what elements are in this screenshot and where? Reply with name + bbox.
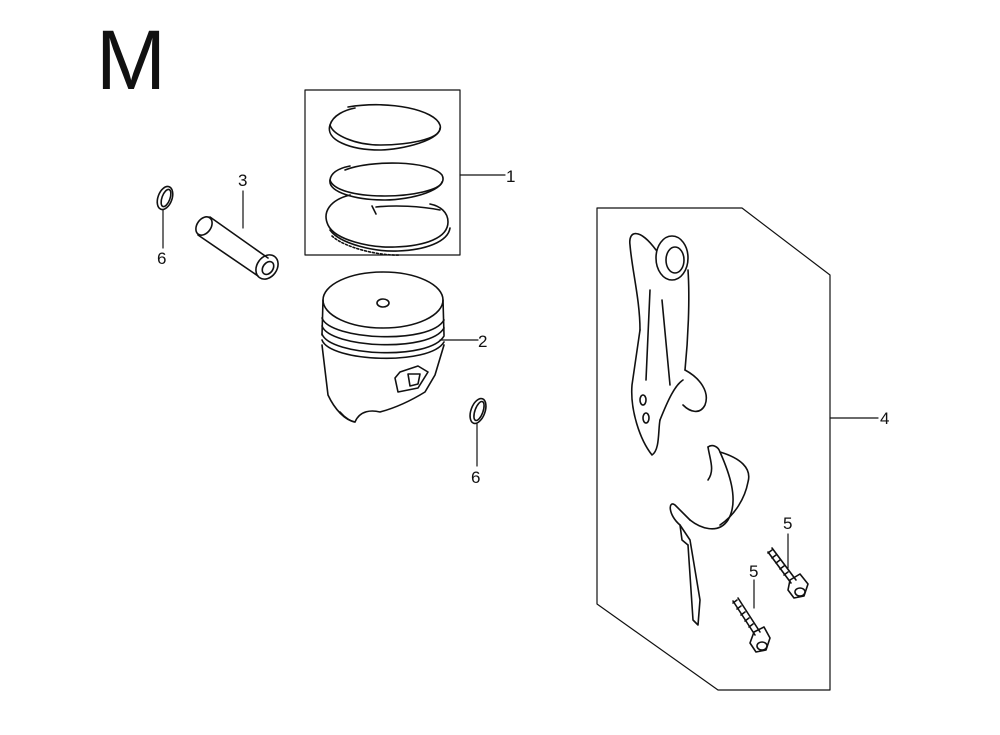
connecting-rod-set xyxy=(596,207,831,691)
piston-ring-set xyxy=(304,89,461,256)
callout-3: 3 xyxy=(238,171,248,190)
leader-lines xyxy=(162,174,879,609)
callout-6-left: 6 xyxy=(157,249,167,268)
callout-4: 4 xyxy=(880,409,890,428)
connecting-rod-set-box xyxy=(596,207,831,691)
callout-2: 2 xyxy=(478,332,488,351)
rod-bolt-lower xyxy=(732,597,771,653)
piston xyxy=(321,271,445,423)
callout-6-right: 6 xyxy=(471,468,481,487)
callout-1: 1 xyxy=(506,167,516,186)
pin-clip-right xyxy=(469,397,487,425)
callout-5-upper: 5 xyxy=(783,514,793,533)
piston-ring-set-box xyxy=(304,89,461,256)
pin-clip-left xyxy=(156,185,174,211)
section-letter: M xyxy=(96,13,166,107)
callout-5-lower: 5 xyxy=(749,562,759,581)
piston-pin xyxy=(195,216,279,280)
rod-bolt-upper xyxy=(767,547,809,599)
